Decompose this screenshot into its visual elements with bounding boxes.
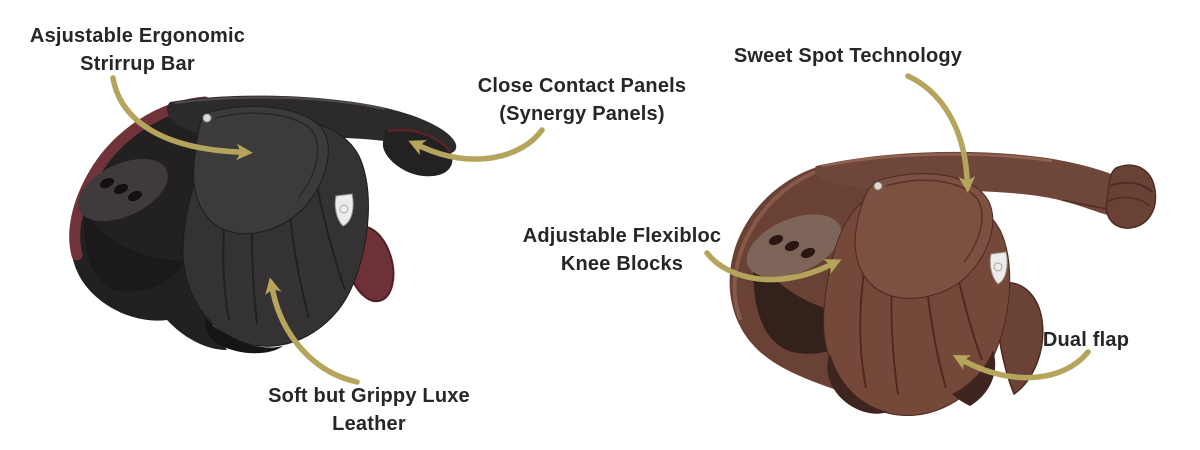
arrow-knee-blocks (704, 250, 842, 283)
arrow-close-contact-panels (408, 127, 545, 162)
black-saddle-shock-holes (99, 177, 143, 202)
label-close-contact-panels: Close Contact Panels (Synergy Panels) (447, 72, 717, 128)
brown-saddle-pommel-ridge-2 (1107, 196, 1151, 207)
brown-saddle-seat (814, 151, 1149, 219)
label-knee-blocks: Adjustable Flexibloc Knee Blocks (487, 222, 757, 278)
label-luxe-leather-line1: Soft but Grippy Luxe (268, 385, 470, 407)
black-saddle-upper-flap (193, 105, 329, 235)
arrow-luxe-leather (265, 277, 360, 385)
label-luxe-leather-line2: Leather (332, 413, 406, 435)
label-stirrup-bar-line1: Asjustable Ergonomic (29, 25, 246, 47)
brown-saddle-upper-flap-stitching (885, 179, 983, 263)
label-stirrup-bar: Asjustable Ergonomic Strirrup Bar (5, 22, 270, 78)
black-saddle-maroon-piping (387, 128, 452, 153)
label-dual-flap-line1: Dual flap (1042, 329, 1130, 351)
brown-saddle-illustration (729, 151, 1157, 416)
brown-saddle-stirrup-bar-button (873, 181, 883, 191)
label-sweet-spot: Sweet Spot Technology (713, 42, 983, 70)
black-saddle-upper-flap-stitching (214, 112, 319, 198)
brown-saddle-shock-holes (768, 234, 816, 259)
black-saddle-flap-bottom-edge (204, 318, 283, 354)
brown-saddle-seat-highlight (821, 153, 1053, 168)
label-sweet-spot-line1: Sweet Spot Technology (733, 45, 963, 67)
label-stirrup-bar-line2: Strirrup Bar (80, 53, 195, 75)
label-knee-blocks-line2: Knee Blocks (560, 253, 684, 275)
black-saddle-stirrup-bar-button (202, 113, 212, 123)
brown-saddle-pommel-ridge (1109, 181, 1153, 193)
brown-saddle-monogram-plate (989, 251, 1008, 285)
arrow-stirrup-bar (110, 75, 253, 161)
label-luxe-leather: Soft but Grippy Luxe Leather (234, 382, 504, 438)
arrow-sweet-spot (905, 73, 976, 193)
label-knee-blocks-line1: Adjustable Flexibloc (522, 225, 722, 247)
label-close-contact-line2: (Synergy Panels) (499, 103, 665, 125)
brown-saddle-dual-flap-patch-right (952, 350, 996, 406)
black-saddle-illustration (69, 95, 457, 354)
black-saddle-panel-shadow (84, 212, 185, 292)
black-saddle-seat-highlight (174, 96, 386, 110)
black-saddle-monogram-plate (334, 193, 354, 227)
label-close-contact-line1: Close Contact Panels (477, 75, 687, 97)
label-dual-flap: Dual flap (1016, 326, 1156, 354)
brown-saddle-pommel (1105, 164, 1157, 229)
brown-saddle-dual-flap-patch-left (827, 354, 888, 414)
arrow-dual-flap (952, 349, 1091, 381)
